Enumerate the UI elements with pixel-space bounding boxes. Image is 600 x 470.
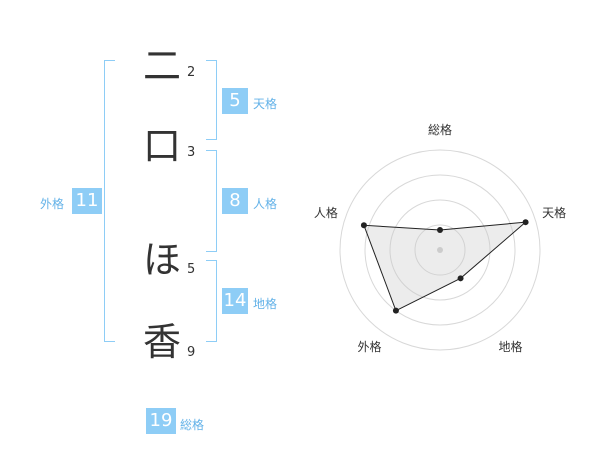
stroke-count-2: 3 [187, 145, 196, 160]
radar-axis-label: 総格 [428, 122, 452, 137]
ten-bracket [206, 60, 217, 140]
radar-ring [389, 199, 491, 301]
chi-label: 地格 [253, 297, 278, 311]
name-char-1: 二 [142, 44, 181, 88]
stroke-count-3: 5 [187, 262, 196, 277]
so-score-box: 19 [146, 408, 176, 434]
gai-label: 外格 [40, 197, 65, 211]
name-char-3: ほ [142, 238, 181, 282]
ten-score-box: 5 [222, 88, 248, 114]
jin-score-box: 8 [222, 188, 248, 214]
chi-score-box: 14 [222, 288, 248, 314]
gai-score-box: 11 [72, 188, 102, 214]
stroke-count-4: 9 [187, 345, 196, 360]
radar-ring [339, 149, 541, 351]
so-label: 総格 [180, 418, 205, 432]
ten-label: 天格 [253, 97, 278, 111]
radar-ring [364, 174, 516, 326]
jin-label: 人格 [253, 197, 278, 211]
radar-axis-label: 外格 [357, 339, 381, 354]
radar-point [360, 222, 367, 229]
radar-center [437, 247, 443, 253]
radar-area [363, 221, 528, 312]
radar-point [437, 227, 443, 233]
chi-bracket [206, 260, 217, 342]
outer-bracket [104, 60, 115, 342]
radar-point [522, 219, 529, 226]
radar-point [457, 275, 464, 282]
name-char-4: 香 [142, 320, 181, 364]
radar-ring [414, 224, 466, 276]
jin-bracket [206, 150, 217, 252]
name-char-2: 口 [142, 124, 181, 168]
radar-axis-label: 地格 [499, 339, 523, 354]
radar-axis-label: 天格 [542, 205, 566, 220]
stroke-count-1: 2 [187, 65, 196, 80]
radar-axis-label: 人格 [314, 205, 338, 220]
radar-point [392, 307, 399, 314]
